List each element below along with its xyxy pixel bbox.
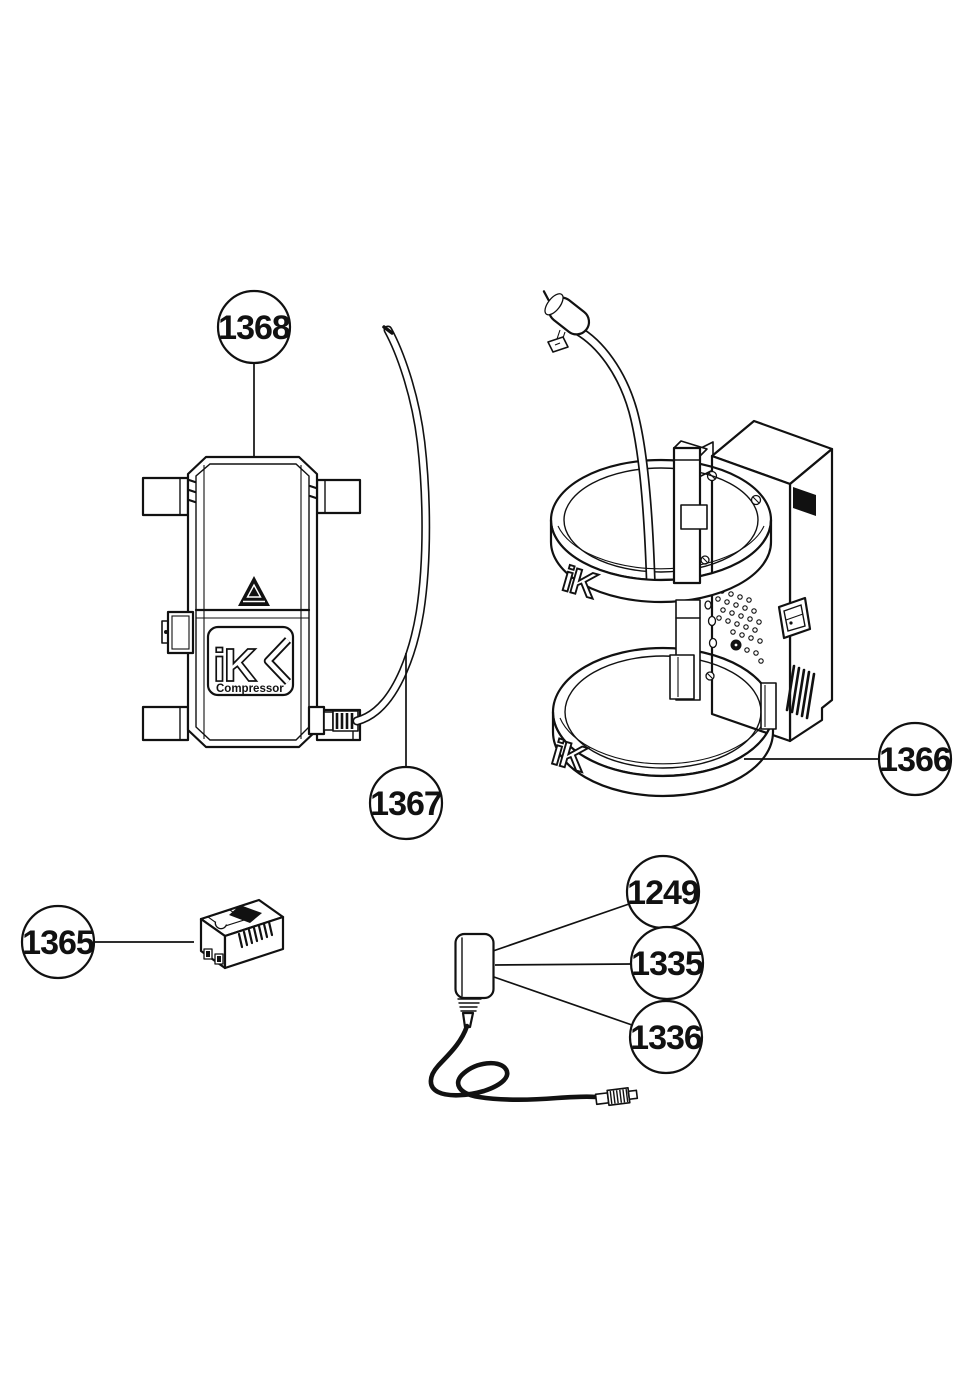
compressor-caption-text: Compressor [216,683,284,695]
leader-1249 [492,903,630,952]
callout-circle [216,289,292,365]
adapter-cord [428,1023,599,1103]
ring-clip [760,682,777,730]
battery-label [229,905,262,923]
callout-label: 1367 [370,785,442,823]
callout-circle [877,721,953,797]
housing-label [793,487,816,516]
holder-hose [542,290,656,595]
leader-1335 [494,963,632,966]
callout-circle [20,904,96,980]
callout-label: 1365 [22,924,94,962]
callout-1368: 1368 [216,289,292,365]
strain-relief [457,998,482,1012]
callout-1249: 1249 [625,854,701,930]
leader-lines [94,363,879,1026]
hose-cap [542,290,591,336]
callout-1367: 1367 [368,765,444,841]
callout-label: 1366 [879,741,951,779]
barrel-connector [594,1087,639,1107]
battery-terminals [203,948,224,965]
adapter-body [454,932,495,1000]
callout-label: 1249 [627,874,699,912]
callout-label: 1336 [630,1019,702,1057]
warning-triangle-icon [238,576,270,606]
power-adapter [428,932,639,1107]
callout-circle [368,765,444,841]
callout-1365: 1365 [20,904,96,980]
callout-1366: 1366 [877,721,953,797]
hose-tip [382,325,394,335]
compressor-assembly: iK Compressor [141,455,362,749]
compressor-logo-panel: iK Compressor [206,625,295,697]
tank-holder-assembly: iK iK [542,290,834,798]
hose-tag [547,329,569,353]
compressor-logo-text: iK [213,639,257,691]
edge-hatch-marks [187,478,318,504]
tank-holder-lower-ring: iK [546,710,775,798]
hose-fitting [307,705,359,736]
callout-circle [628,999,704,1075]
power-switch [777,596,812,640]
leader-1336 [493,976,633,1026]
speaker-holes [704,588,764,664]
holder-spine-bracket [669,440,777,730]
callout-circle [629,925,705,1001]
battery-vents [237,920,274,949]
adapter-plug-tip [461,1011,475,1029]
compressor-hose [352,325,431,726]
callout-label: 1368 [218,309,290,347]
vent-slots [785,664,816,720]
callout-label: 1335 [631,945,703,983]
callout-1336: 1336 [628,999,704,1075]
holder-housing [698,419,834,743]
callout-1335: 1335 [629,925,705,1001]
battery-pack [199,898,285,970]
screw-heads [700,470,762,681]
compressor-side-connector [161,610,195,655]
